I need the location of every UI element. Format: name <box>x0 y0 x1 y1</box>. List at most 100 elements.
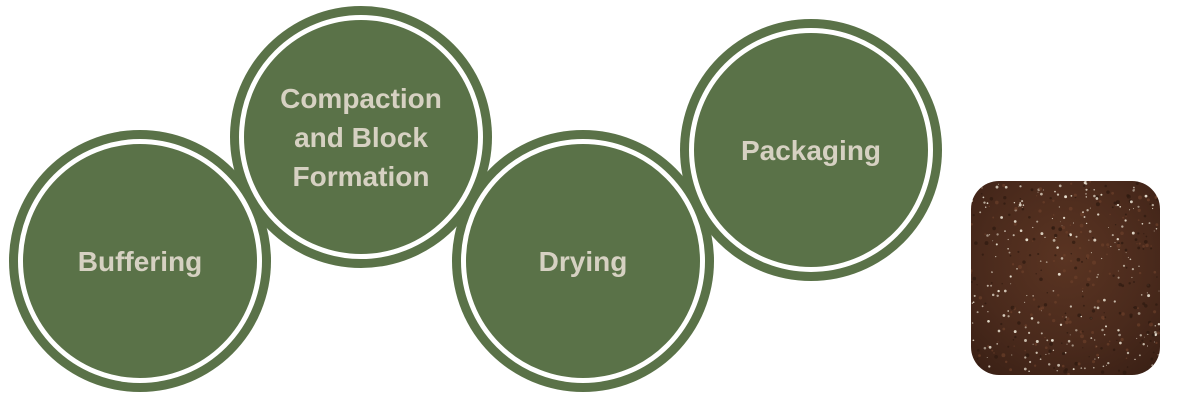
soil-speck <box>995 185 999 189</box>
soil-speck <box>1088 270 1092 273</box>
soil-speck <box>1032 343 1034 345</box>
soil-speck <box>1150 357 1154 361</box>
step-circle-drying: Drying <box>452 130 714 392</box>
soil-speck <box>1007 248 1009 250</box>
soil-speck <box>1137 208 1141 213</box>
soil-speck <box>1117 242 1120 245</box>
soil-speck <box>1039 355 1042 358</box>
soil-speck <box>1019 185 1022 188</box>
soil-speck <box>1100 243 1105 247</box>
soil-speck <box>986 202 989 205</box>
soil-speck <box>1139 341 1142 344</box>
soil-speck <box>1125 266 1128 269</box>
soil-speck <box>971 199 974 203</box>
step-label: Compaction and Block Formation <box>280 82 442 192</box>
soil-speck <box>1050 338 1054 342</box>
soil-speck <box>1041 306 1045 310</box>
soil-speck <box>1082 347 1084 349</box>
soil-speck <box>1137 205 1140 208</box>
soil-speck <box>1111 234 1114 237</box>
soil-speck <box>997 341 999 343</box>
soil-speck <box>990 284 993 287</box>
soil-speck <box>1045 353 1047 355</box>
soil-speck <box>1017 321 1021 325</box>
soil-speck <box>1143 336 1145 338</box>
soil-speck <box>1013 220 1017 223</box>
soil-speck <box>1157 323 1160 326</box>
soil-speck <box>1001 353 1006 358</box>
soil-speck <box>1089 316 1093 320</box>
soil-speck <box>1152 351 1155 354</box>
soil-speck <box>995 255 997 258</box>
soil-speck <box>1131 267 1135 271</box>
soil-speck <box>1153 310 1157 314</box>
soil-speck <box>1131 231 1135 235</box>
soil-speck <box>1049 196 1052 200</box>
soil-speck <box>1019 202 1022 204</box>
soil-speck <box>1108 272 1111 275</box>
soil-speck <box>1145 235 1148 238</box>
soil-base <box>971 181 1160 375</box>
soil-speck <box>1048 349 1052 353</box>
soil-speck <box>1119 205 1122 208</box>
soil-speck <box>1155 303 1158 306</box>
soil-speck <box>1085 193 1087 195</box>
soil-speck <box>1153 270 1157 274</box>
soil-speck <box>1155 332 1158 335</box>
soil-speck <box>987 311 989 313</box>
soil-speck <box>1093 306 1096 309</box>
soil-speck <box>1057 272 1061 276</box>
soil-speck <box>1102 317 1105 320</box>
soil-speck <box>979 211 982 214</box>
soil-speck <box>1030 313 1033 317</box>
soil-speck <box>1151 207 1154 210</box>
soil-speck <box>1117 329 1120 332</box>
soil-speck <box>1046 292 1049 294</box>
soil-speck <box>1066 343 1068 345</box>
soil-speck <box>1071 344 1074 347</box>
soil-speck <box>1063 369 1068 374</box>
soil-speck <box>1125 357 1128 360</box>
soil-speck <box>1149 203 1152 205</box>
soil-speck <box>1081 295 1084 298</box>
soil-speck <box>1085 188 1088 191</box>
soil-speck <box>1143 239 1148 244</box>
soil-speck <box>1028 215 1031 219</box>
soil-speck <box>1151 364 1154 367</box>
soil-speck <box>972 301 975 304</box>
soil-speck <box>1092 260 1096 265</box>
soil-speck <box>1105 325 1107 328</box>
soil-speck <box>1022 204 1025 206</box>
soil-speck <box>996 343 999 345</box>
soil-speck <box>1129 313 1133 317</box>
soil-speck <box>1139 334 1142 337</box>
soil-speck <box>1145 182 1149 186</box>
soil-speck <box>1019 183 1022 185</box>
soil-speck <box>1158 290 1160 292</box>
soil-speck <box>986 234 989 237</box>
soil-speck <box>1077 313 1082 318</box>
soil-speck <box>1140 294 1143 296</box>
soil-speck <box>1052 239 1056 242</box>
soil-speck <box>1024 301 1026 303</box>
soil-speck <box>972 276 977 281</box>
soil-speck <box>1017 250 1020 253</box>
soil-speck <box>1061 225 1063 227</box>
soil-speck <box>1080 315 1082 318</box>
soil-speck <box>991 293 995 297</box>
soil-speck <box>972 214 975 217</box>
soil-speck <box>984 206 987 208</box>
soil-speck <box>1013 330 1017 334</box>
soil-speck <box>1035 273 1037 275</box>
soil-speck <box>988 345 992 349</box>
soil-speck <box>1124 213 1127 216</box>
soil-speck <box>1094 339 1096 341</box>
soil-speck <box>1051 218 1053 220</box>
soil-speck <box>1142 302 1146 306</box>
soil-speck <box>1102 365 1105 368</box>
soil-speck <box>1126 351 1130 355</box>
soil-speck <box>1155 228 1158 230</box>
soil-speck <box>976 357 979 360</box>
soil-speck <box>1100 347 1103 350</box>
soil-speck <box>1086 277 1091 282</box>
